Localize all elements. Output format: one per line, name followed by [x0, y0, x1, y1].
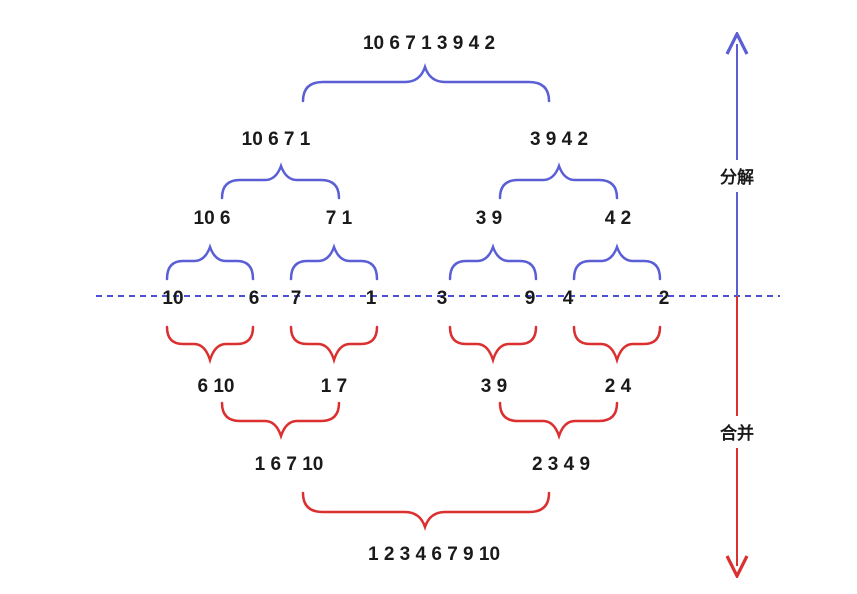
leaf-row: 10 6 7 1 3 9 4 2 [162, 288, 669, 309]
merge-brace-right-half [498, 401, 619, 440]
merge-level2-right-label: 2 3 4 9 [532, 454, 590, 475]
merge-brace-10-6 [165, 325, 255, 365]
split-brace-3-9 [448, 243, 538, 281]
leaf-label: 4 [563, 288, 574, 309]
split-label-bg [710, 160, 764, 192]
leaf-label: 3 [437, 288, 448, 309]
leaf-label: 10 [162, 288, 183, 309]
merge-level1-label: 6 10 [198, 376, 235, 397]
split-level2-label: 10 6 [194, 208, 231, 229]
merge-level1-label: 2 4 [605, 376, 632, 397]
split-braces [165, 63, 662, 281]
leaf-label: 6 [249, 288, 260, 309]
merge-brace-root [301, 491, 551, 531]
merge-brace-4-2 [572, 325, 662, 365]
split-level2-label: 3 9 [476, 208, 502, 229]
merge-level1-label: 3 9 [481, 376, 507, 397]
split-level1-right-label: 3 9 4 2 [530, 129, 588, 150]
leaf-label: 1 [366, 288, 377, 309]
split-level1-left-label: 10 6 7 1 [242, 129, 311, 150]
leaf-label: 9 [525, 288, 536, 309]
split-brace-10-6 [165, 243, 255, 281]
split-level2-label: 4 2 [605, 208, 631, 229]
merge-brace-3-9 [448, 325, 538, 365]
merge-level2-left-label: 1 6 7 10 [255, 454, 324, 475]
leaf-label: 2 [659, 288, 670, 309]
split-level0-label: 10 6 7 1 3 9 4 2 [363, 33, 495, 54]
split-brace-right-half [498, 162, 619, 200]
split-level2-label: 7 1 [326, 208, 353, 229]
split-label: 分解 [720, 167, 754, 188]
merge-braces [165, 325, 662, 531]
leaf-label: 7 [291, 288, 302, 309]
merge-brace-7-1 [289, 325, 379, 365]
split-brace-4-2 [572, 243, 662, 281]
merge-label: 合并 [720, 423, 754, 444]
merge-level3-label: 1 2 3 4 6 7 9 10 [368, 544, 500, 565]
merge-brace-left-half [220, 401, 341, 440]
merge-label-bg [710, 416, 764, 448]
merge-level1-label: 1 7 [321, 376, 347, 397]
split-brace-left-half [220, 162, 341, 200]
split-brace-root [301, 63, 551, 103]
split-brace-7-1 [289, 243, 379, 281]
